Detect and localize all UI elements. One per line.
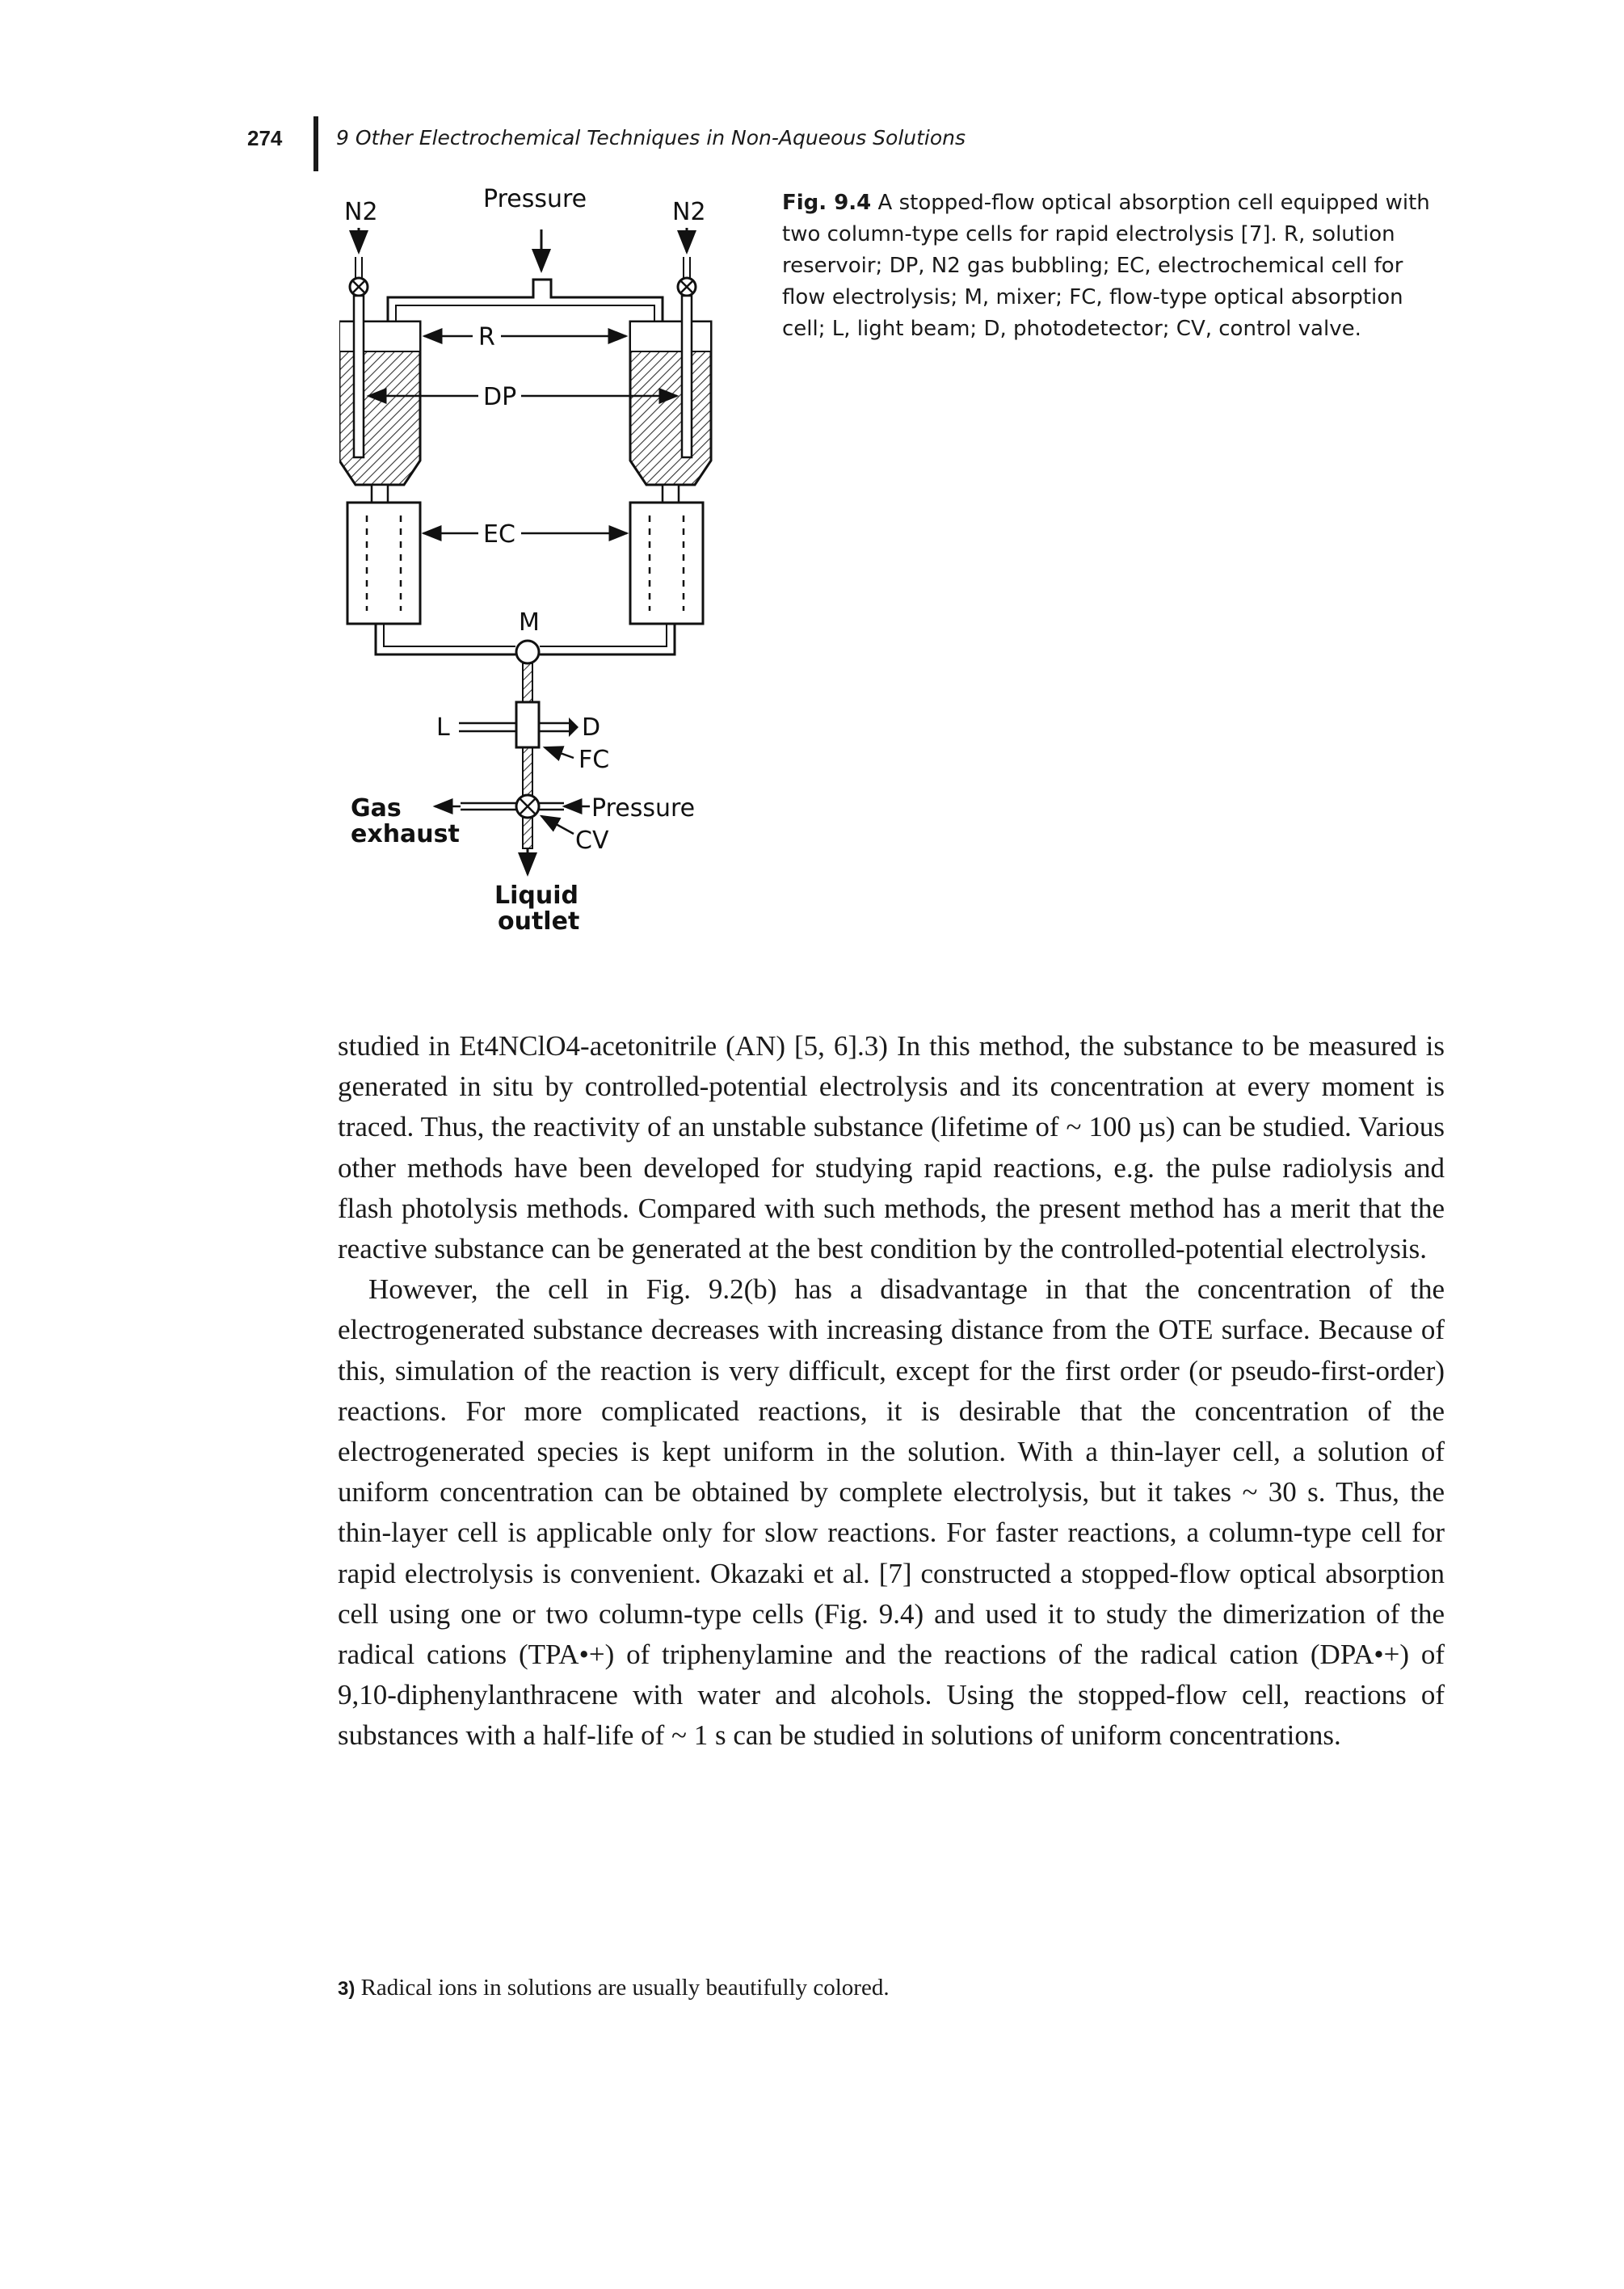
header-rule xyxy=(313,116,318,171)
n2-right-label: N2 xyxy=(672,198,706,226)
ec-cell-right xyxy=(629,501,705,625)
footnote-text: Radical ions in solutions are usually be… xyxy=(360,1975,890,2001)
m-label: M xyxy=(519,608,540,637)
running-title: 9 Other Electrochemical Techniques in No… xyxy=(336,126,966,149)
page-number: 274 xyxy=(247,126,283,150)
cv-label: CV xyxy=(575,827,609,855)
body-text: studied in Et4NClO4-acetonitrile (AN) [5… xyxy=(338,1026,1445,1757)
outlet-label: outlet xyxy=(498,907,579,936)
figure-caption-label: Fig. 9.4 xyxy=(782,191,872,215)
footnote: 3) Radical ions in solutions are usually… xyxy=(338,1971,1445,2005)
n2-left-label: N2 xyxy=(344,198,378,226)
fc-label: FC xyxy=(578,746,609,774)
ec-label: EC xyxy=(483,520,515,549)
flow-cell xyxy=(515,701,541,749)
ec-cell-left xyxy=(346,501,422,625)
pressure-side-label: Pressure xyxy=(591,794,695,823)
paragraph-2: However, the cell in Fig. 9.2(b) has a d… xyxy=(338,1273,1445,1752)
pressure-top-label: Pressure xyxy=(483,185,587,213)
stopped-flow-cell-diagram: N2 Pressure N2 R xyxy=(339,185,713,936)
exhaust-label: exhaust xyxy=(351,820,460,848)
liquid-label: Liquid xyxy=(494,882,578,910)
bubbling-tube-right xyxy=(680,294,693,459)
dp-label: DP xyxy=(483,383,516,411)
paragraph-1: studied in Et4NClO4-acetonitrile (AN) [5… xyxy=(338,1030,1445,1265)
mixer-icon xyxy=(515,639,541,665)
figure-caption-text: A stopped-flow optical absorption cell e… xyxy=(782,191,1430,341)
pressure-pipe xyxy=(386,278,664,322)
bubbling-tube-left xyxy=(352,294,365,459)
d-label: D xyxy=(582,713,600,742)
gas-label: Gas xyxy=(351,794,402,823)
page-header: 274 9 Other Electrochemical Techniques i… xyxy=(247,116,1459,171)
figure-caption: Fig. 9.4 A stopped-flow optical absorpti… xyxy=(782,187,1453,345)
l-label: L xyxy=(436,713,450,742)
figure-diagram: N2 Pressure N2 R xyxy=(339,178,759,978)
r-label: R xyxy=(478,323,495,351)
footnote-mark: 3) xyxy=(338,1978,356,2000)
